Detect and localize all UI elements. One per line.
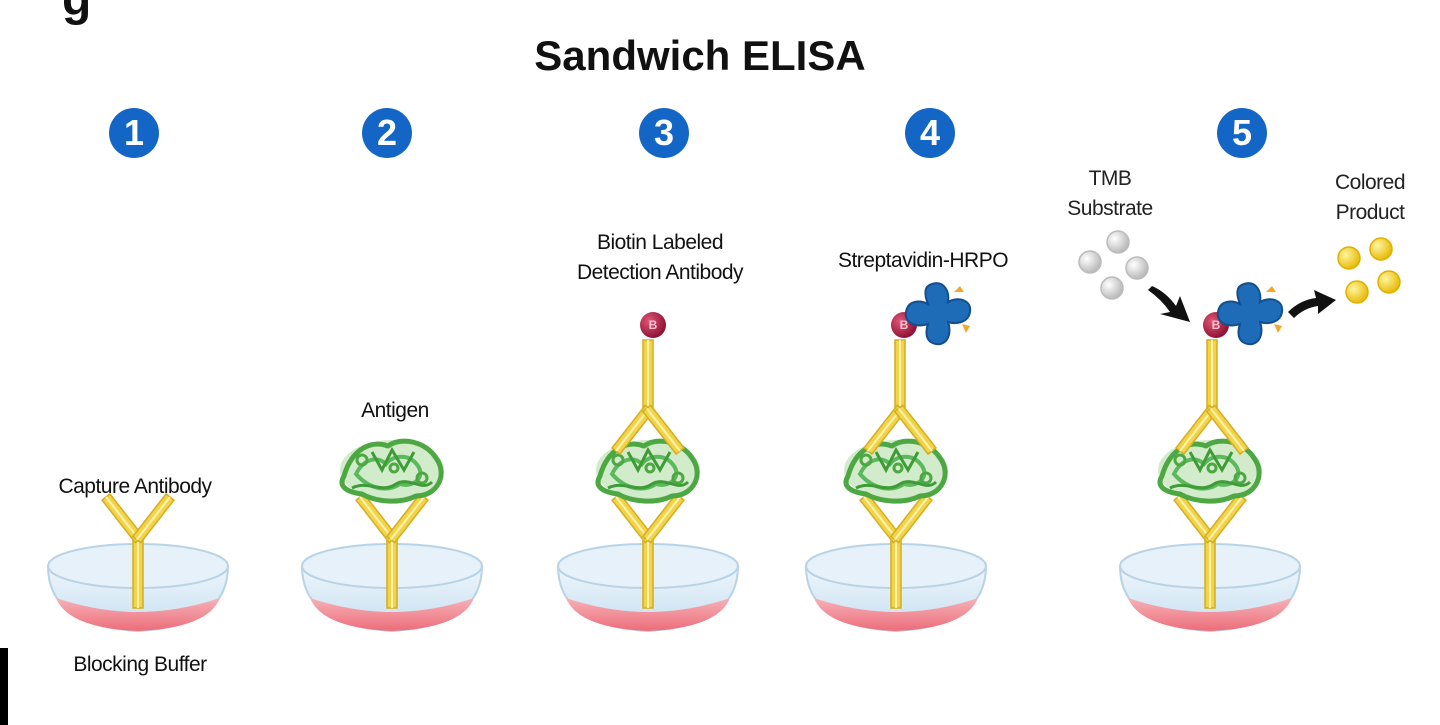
- step-4-scene: [805, 282, 987, 632]
- antigen-3: [596, 440, 700, 501]
- antigen-label: Antigen: [361, 399, 429, 422]
- step-2-scene: [301, 440, 483, 632]
- step-5-badge: 5: [1217, 108, 1267, 158]
- colored-product-particles: [1337, 237, 1401, 304]
- antigen-2: [340, 440, 444, 501]
- biotin-labeled-label: Biotin Labeled: [596, 231, 724, 254]
- arrow-to-product-icon: [1288, 290, 1336, 318]
- diagram-title: Sandwich ELISA: [534, 32, 866, 79]
- streptavidin-hrpo-4: [904, 282, 972, 346]
- step-5-scene: [1078, 230, 1401, 632]
- biotin-letter-3: B: [649, 318, 658, 332]
- product-particle: [1345, 280, 1369, 304]
- step-3-badge: 3: [639, 108, 689, 158]
- streptavidin-hrpo-label: Streptavidin-HRPO: [837, 249, 1009, 272]
- product-particle: [1377, 270, 1401, 294]
- detection-antibody-5: [1175, 339, 1249, 456]
- streptavidin-hrpo-5: [1216, 282, 1284, 346]
- product-particle: [1369, 237, 1393, 261]
- arrow-to-hrpo-icon: [1148, 286, 1190, 322]
- detection-antibody-3: [611, 339, 685, 456]
- step-3-scene: [557, 312, 739, 632]
- tmb-particle: [1100, 276, 1124, 300]
- tmb-particle: [1078, 250, 1102, 274]
- tmb-substrate-particles: [1078, 230, 1149, 300]
- blocking-buffer-label: Blocking Buffer: [73, 653, 207, 676]
- tmb-particle: [1125, 256, 1149, 280]
- partial-heading: g: [62, 0, 91, 27]
- biotin-letter-5: B: [1212, 318, 1221, 332]
- detection-antibody-label: Detection Antibody: [576, 261, 744, 284]
- tmb-label: TMB: [1088, 167, 1132, 190]
- tmb-particle: [1106, 230, 1130, 254]
- capture-antibody-label: Capture Antibody: [58, 475, 212, 498]
- step-1-scene: [47, 492, 229, 632]
- step-2-badge: 2: [362, 108, 412, 158]
- step-4-badge: 4: [905, 108, 955, 158]
- substrate-label: Substrate: [1067, 197, 1153, 220]
- step-1-badge: 1: [109, 108, 159, 158]
- left-edge-bar: [0, 648, 8, 725]
- product-label: Product: [1335, 201, 1405, 224]
- detection-antibody-4: [863, 339, 937, 456]
- biotin-letter-4: B: [900, 318, 909, 332]
- product-particle: [1337, 246, 1361, 270]
- colored-label: Colored: [1334, 171, 1406, 194]
